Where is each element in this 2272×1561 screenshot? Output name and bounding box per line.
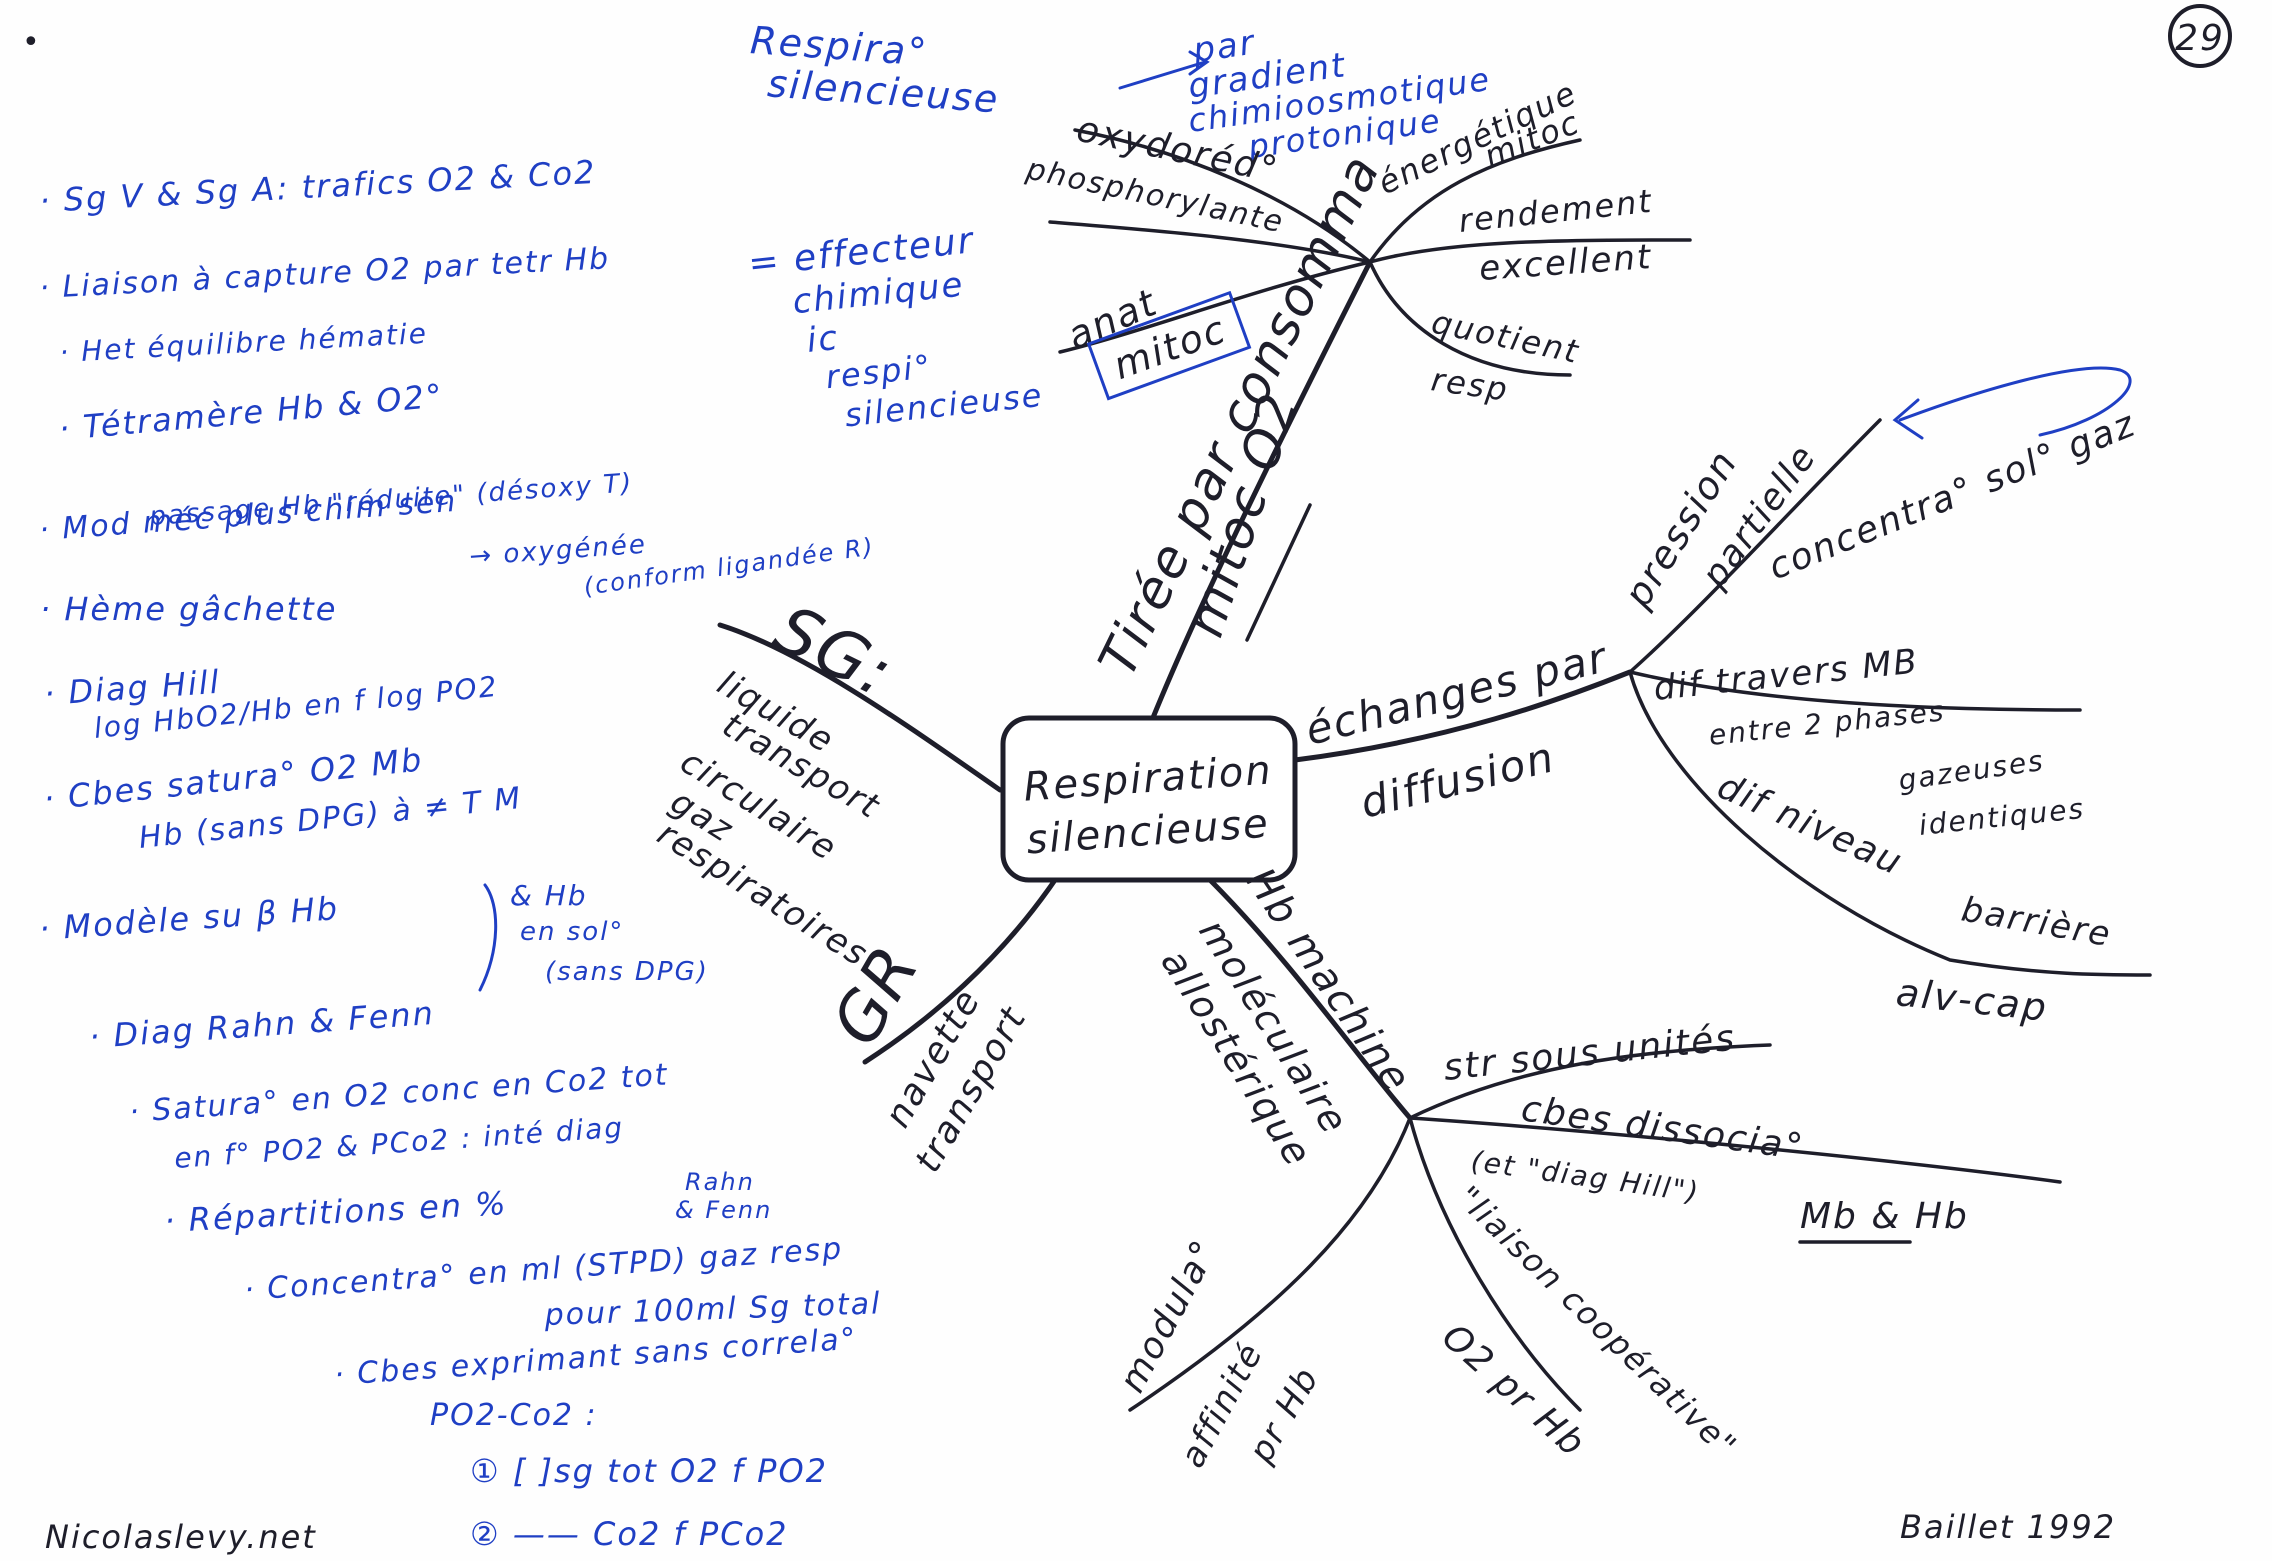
rend-label1: rendement [1457,182,1655,240]
note-3: · Het équilibre hématie [59,317,429,369]
hb-str-label: str sous unités [1442,1017,1738,1088]
branch-top-sub-rend [1368,238,1692,264]
hb-modula-label: modula° [1112,1233,1227,1400]
note-1: · Sg V & Sg A: trafics O2 & Co2 [38,153,597,220]
branch-hb-sub-modula [1128,1116,1412,1412]
dif-label3: gazeuses [1896,744,2046,797]
top-note: Respira° silencieuse [749,18,1001,121]
center-box [1000,715,1298,883]
branch-right-line [1292,669,1633,763]
note-9a: · Modèle su β Hb [38,889,340,948]
hb-o2pr-label: O2 pr Hb [1434,1316,1593,1465]
hb-liaison-label: "liaison coopérative" [1449,1178,1744,1465]
top-note-line2: silencieuse [766,61,1001,121]
branch-right-sub-niveau [1628,670,2152,977]
mitoc-box [1086,290,1252,401]
footer-left: Nicolaslevy.net [45,1518,317,1556]
branch-top-sub-phospho [1048,220,1372,264]
branch-top: Tirée par consomma mitoc O2 par gradient… [1022,23,1654,686]
branch-top-underline [1245,503,1312,642]
note-14d: ② —— Co2 f PCo2 [470,1515,789,1553]
mind-map-connectors [717,50,2152,1412]
branch-gr: GR navette transport [817,932,1035,1179]
arrowhead-par [1188,50,1210,76]
left-notes: · Sg V & Sg A: trafics O2 & Co2 · Liaiso… [38,153,882,1553]
loop-arrowhead [1892,398,1924,440]
branch-top-sub-oxydored [1073,128,1372,264]
note-9-brace [478,883,498,992]
center-node: Respiration silencieuse [1000,715,1298,883]
effecteur-line3: ic [805,318,841,361]
dif-label2: entre 2 phases [1707,694,1947,752]
branch-sg: SG: liquide transport circulaire gaz res… [650,590,906,975]
page-number: 29 [2175,18,2225,59]
branch-hb-sub-cbes [1408,1116,2062,1184]
branch-hb: Hb machine moléculaire allostérique str … [1112,860,1969,1474]
branch-hb-sub-liaison [1408,1116,1582,1412]
barriere-label: barrière [1958,889,2114,955]
corner-dot: • [22,25,42,60]
note-4: · Tétramère Hb & O2° [57,376,445,448]
branch-top-sub-quot [1368,260,1572,377]
footer: Nicolaslevy.net Baillet 1992 [45,1508,2116,1556]
alv-label: alv-cap [1894,970,2050,1030]
dif-label4: identiques [1917,792,2086,842]
hb-hill-label: (et "diag Hill") [1469,1144,1702,1209]
branch-right-sub-dif [1628,670,2082,712]
page-number-badge: 29 [2168,4,2232,68]
concentra-label: concentra° sol° gaz [1763,404,2142,589]
note-2: · Liaison à capture O2 par tetr Hb [39,241,611,306]
page-number-circle [2168,4,2232,68]
effecteur-note: = effecteur chimique ic respi° silencieu… [746,220,1045,434]
note-14b: PO2-Co2 : [430,1398,598,1433]
note-12: · Répartitions en % [163,1184,508,1240]
note-11c: Rahn [685,1168,755,1196]
branch-right: échanges par diffusion pression partiell… [1301,404,2142,1030]
branch-gr-line [862,877,1058,1065]
branch-top-line [1145,259,1373,733]
note-5c: → oxygénée [468,530,647,572]
note-9b: & Hb [510,879,588,912]
branch-sg-line [717,622,1003,793]
note-10: · Diag Rahn & Fenn [88,994,436,1056]
branch-right-sub-pression [1628,418,1882,674]
note-9c: en sol° [520,917,624,947]
loop-arrow [1898,366,2132,437]
hb-mbhb-label: Mb & Hb [1800,1196,1969,1237]
note-6: · Hème gâchette [40,590,337,628]
branch-hb-line [1207,877,1413,1121]
note-11d: & Fenn [675,1196,772,1224]
footer-right: Baillet 1992 [1900,1508,2116,1546]
branch-top-sub-energ [1368,138,1582,264]
arrow-to-par [1118,60,1207,90]
branch-hb-sub-str [1408,1043,1772,1120]
note-14c: ① [ ]sg tot O2 f PO2 [470,1452,828,1490]
dif-label5: dif niveau [1711,766,1909,884]
note-14a: · Cbes exprimant sans correla° [333,1321,859,1392]
par-line1: par [1190,23,1258,71]
note-9d: (sans DPG) [545,957,709,987]
quot-label1: quotient [1428,303,1583,371]
